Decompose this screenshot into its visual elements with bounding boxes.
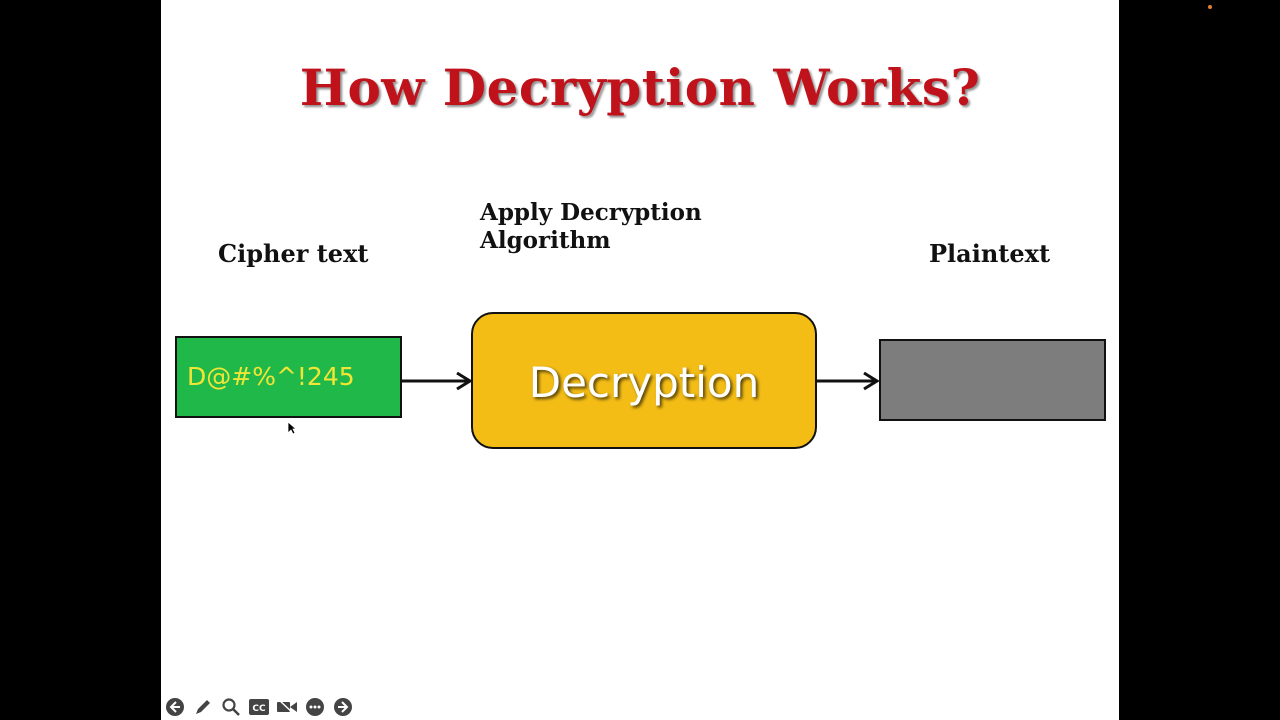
next-icon[interactable] <box>331 695 355 719</box>
pen-icon[interactable] <box>191 695 215 719</box>
arrow-decrypt-to-plain <box>817 371 880 391</box>
decryption-label: Decryption <box>528 358 760 407</box>
presentation-toolbar: CC <box>163 695 355 719</box>
slide-title: How Decryption Works? <box>299 58 981 117</box>
more-icon[interactable] <box>303 695 327 719</box>
recording-indicator <box>1208 5 1212 9</box>
camera-off-icon[interactable] <box>275 695 299 719</box>
arrow-cipher-to-decrypt <box>402 371 473 391</box>
captions-icon[interactable]: CC <box>247 695 271 719</box>
apply-label-line2: Algorithm <box>480 227 611 254</box>
previous-icon[interactable] <box>163 695 187 719</box>
ciphertext-value: D@#%^!245 <box>187 362 355 391</box>
slide: How Decryption Works? Cipher text Apply … <box>161 0 1119 720</box>
ciphertext-box: D@#%^!245 <box>175 336 402 418</box>
decryption-box: Decryption <box>471 312 817 449</box>
zoom-icon[interactable] <box>219 695 243 719</box>
plaintext-box <box>879 339 1106 421</box>
mouse-cursor-icon <box>287 421 297 435</box>
plaintext-label: Plaintext <box>929 239 1051 268</box>
apply-algorithm-label: Apply Decryption Algorithm <box>480 199 702 255</box>
apply-label-line1: Apply Decryption <box>480 199 702 226</box>
svg-text:CC: CC <box>252 704 266 714</box>
cipher-text-label: Cipher text <box>218 239 369 268</box>
